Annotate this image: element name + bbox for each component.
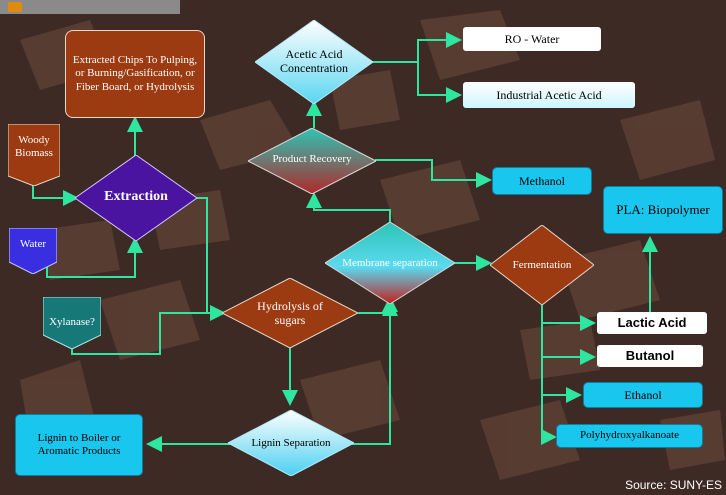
xylanase-shape bbox=[43, 297, 101, 349]
lignin-separation-diamond bbox=[228, 410, 354, 476]
ro-water-label: RO - Water bbox=[504, 31, 560, 46]
extraction-diamond bbox=[75, 155, 197, 241]
lignin-to-boiler-box: Lignin to Boiler or Aromatic Products bbox=[15, 414, 143, 476]
pla-biopolymer-box: PLA: Biopolymer bbox=[603, 186, 723, 234]
lactic-acid-label: Lactic Acid bbox=[617, 315, 687, 331]
woody-biomass-shape bbox=[8, 124, 60, 186]
industrial-acetic-acid-label: Industrial Acetic Acid bbox=[496, 87, 602, 102]
arrow-acetic-industrial bbox=[417, 62, 462, 103]
polyhydroxyalkanoate-label: Polyhydroxyalkanoate bbox=[580, 429, 679, 442]
fermentation-label: Fermentation bbox=[512, 259, 572, 271]
lignin-to-boiler-label: Lignin to Boiler or Aromatic Products bbox=[37, 431, 121, 457]
arrow-extraction-hydrolysis bbox=[196, 197, 226, 321]
extraction-label: Extraction bbox=[104, 189, 168, 204]
fermentation-diamond bbox=[490, 225, 594, 305]
pla-biopolymer-label: PLA: Biopolymer bbox=[616, 202, 710, 218]
acetic-acid-diamond bbox=[255, 20, 373, 104]
methanol-label: Methanol bbox=[519, 173, 565, 188]
membrane-separation-label: Membrane separation bbox=[342, 257, 438, 269]
woody-biomass-label: Woody Biomass bbox=[15, 134, 53, 160]
butanol-label: Butanol bbox=[625, 348, 675, 364]
industrial-acetic-acid-box: Industrial Acetic Acid bbox=[463, 82, 635, 108]
lactic-acid-box: Lactic Acid bbox=[597, 312, 707, 334]
xylanase-label: Xylanase? bbox=[49, 316, 95, 328]
arrow-water-extraction bbox=[46, 237, 143, 278]
product-recovery-label: Product Recovery bbox=[272, 153, 352, 165]
acetic-acid-label: Acetic Acid Concentration bbox=[280, 47, 348, 76]
title-bar-strip bbox=[0, 0, 180, 14]
methanol-box: Methanol bbox=[492, 167, 592, 195]
water-label: Water bbox=[20, 238, 46, 250]
product-recovery-diamond bbox=[248, 128, 376, 194]
ethanol-label: Ethanol bbox=[624, 387, 662, 402]
ro-water-box: RO - Water bbox=[463, 27, 601, 51]
arrow-lignin-membrane bbox=[352, 296, 398, 445]
arrow-hydrolysis-membrane bbox=[358, 300, 398, 316]
source-credit: Source: SUNY-ES bbox=[625, 478, 722, 492]
extracted-chips-label: Extracted Chips To Pulping, or Burning/G… bbox=[72, 54, 198, 93]
arrow-recovery-methanol bbox=[375, 159, 492, 188]
hydrolysis-label: Hydrolysis of sugars bbox=[257, 299, 323, 328]
note-icon bbox=[8, 2, 22, 12]
arrow-membrane-recovery bbox=[306, 192, 391, 222]
water-shape bbox=[9, 228, 57, 274]
ethanol-box: Ethanol bbox=[583, 382, 703, 408]
arrow-acetic-ro bbox=[372, 32, 462, 63]
polyhydroxyalkanoate-box: Polyhydroxyalkanoate bbox=[556, 424, 703, 448]
arrow-xylanase-hydrolysis bbox=[71, 312, 208, 355]
extracted-chips-box: Extracted Chips To Pulping, or Burning/G… bbox=[65, 30, 205, 118]
membrane-separation-diamond bbox=[325, 222, 455, 304]
lignin-separation-label: Lignin Separation bbox=[251, 437, 331, 449]
hydrolysis-diamond bbox=[222, 278, 358, 348]
arrow-biomass-extraction bbox=[32, 185, 79, 206]
butanol-box: Butanol bbox=[597, 345, 703, 367]
